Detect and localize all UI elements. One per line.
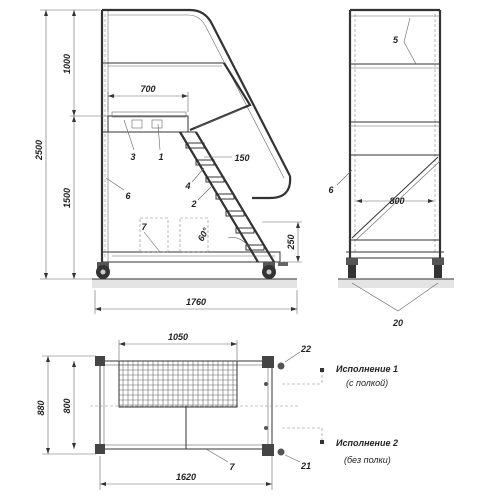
step (195, 159, 215, 166)
leader-22 (284, 351, 301, 363)
dim-arrows-vertical (44, 10, 76, 279)
dim-700: 700 (140, 84, 155, 94)
dim-1620: 1620 (176, 472, 196, 482)
side-handrail-top-inner (108, 14, 285, 179)
dim-2500: 2500 (34, 140, 44, 161)
callout-2: 2 (190, 199, 196, 209)
callout-6-side: 6 (125, 191, 131, 201)
dim-250: 250 (286, 234, 296, 250)
step (185, 142, 205, 149)
leader-4 (191, 167, 205, 183)
side-stringer-front (179, 131, 259, 263)
side-wheel-front (96, 262, 110, 279)
step (215, 193, 235, 200)
front-wheel-right (432, 258, 444, 278)
leader-20a (351, 282, 399, 312)
step (235, 227, 255, 234)
side-tray-a (139, 217, 169, 253)
callout-7-plan: 7 (229, 462, 235, 472)
side-view: 2500 1000 1500 700 150 250 60° 1760 3 1 (34, 8, 302, 314)
plan-wheel-tl (95, 356, 105, 366)
dim-plan-800: 800 (62, 398, 72, 413)
dim-60: 60° (196, 226, 211, 243)
plan-wheel-tr (262, 356, 274, 368)
side-handrail-loop (252, 175, 292, 200)
plan-view: 1050 880 800 1620 7 22 21 Исполнение 1 (… (36, 332, 398, 490)
plan-bolt-b (264, 426, 268, 430)
leader-7-side (143, 231, 161, 253)
front-view: 800 5 6 20 (328, 8, 454, 328)
variant-2-note: (без полки) (344, 455, 391, 465)
plan-wheel-bl (95, 444, 105, 454)
dim-880: 880 (36, 400, 46, 415)
plan-grating (119, 361, 237, 407)
leader-6-side (105, 177, 125, 191)
leader-variant-2-dot (320, 440, 324, 444)
leader-6-front (336, 169, 353, 186)
front-ground (338, 279, 454, 288)
side-handrail-top (102, 8, 291, 177)
dim-arc-60 (227, 237, 251, 249)
dim-1000: 1000 (62, 54, 72, 74)
callout-4: 4 (184, 181, 190, 191)
plan-brake-bottom (277, 448, 285, 456)
callout-5: 5 (393, 35, 399, 45)
leader-2 (197, 185, 213, 201)
dim-1760: 1760 (186, 297, 206, 307)
variant-2-title: Исполнение 2 (336, 438, 398, 448)
side-handrail-mid-inner (194, 107, 245, 129)
dim-front-800: 800 (389, 196, 404, 206)
side-base-frame (101, 251, 281, 263)
callout-20: 20 (392, 318, 403, 328)
side-platform-clip-a (131, 119, 143, 129)
leader-5a (403, 17, 411, 43)
side-stringer-rear (195, 131, 275, 263)
leader-1 (157, 123, 161, 151)
plan-bolt-a (264, 382, 268, 386)
variant-1-title: Исполнение 1 (336, 364, 398, 374)
callout-7-side: 7 (141, 222, 147, 232)
callout-6-front: 6 (328, 185, 334, 195)
side-tray-b (179, 217, 209, 253)
leader-7-plan (205, 448, 229, 463)
leader-5b (403, 41, 417, 65)
leader-3 (123, 119, 135, 151)
front-cross-brace (351, 156, 439, 239)
side-platform (107, 115, 189, 133)
callout-3: 3 (130, 152, 135, 162)
dim-1500: 1500 (62, 188, 72, 208)
step (225, 210, 245, 217)
front-cross-brace-2 (355, 160, 441, 241)
side-steps (185, 142, 265, 251)
side-ground (92, 279, 297, 288)
side-platform-clip-b (151, 119, 163, 129)
dim-1050: 1050 (168, 332, 188, 342)
variant-1-note: (с полкой) (346, 378, 388, 388)
side-handrail-mid (189, 62, 252, 132)
plan-grating-border (118, 360, 238, 408)
front-wheel-left (346, 258, 358, 278)
leader-variant-1-dot (320, 368, 324, 372)
side-wheel-rear (262, 262, 288, 279)
step (245, 244, 265, 251)
dim-150: 150 (234, 153, 249, 163)
callout-21: 21 (300, 461, 311, 471)
step (205, 176, 225, 183)
callout-22: 22 (300, 344, 311, 354)
plan-brake-top (277, 362, 285, 370)
side-platform-shelf (111, 111, 187, 118)
callout-1: 1 (158, 152, 163, 162)
leader-21 (284, 454, 301, 463)
plan-wheel-br (262, 444, 274, 456)
leader-20b (397, 282, 439, 312)
